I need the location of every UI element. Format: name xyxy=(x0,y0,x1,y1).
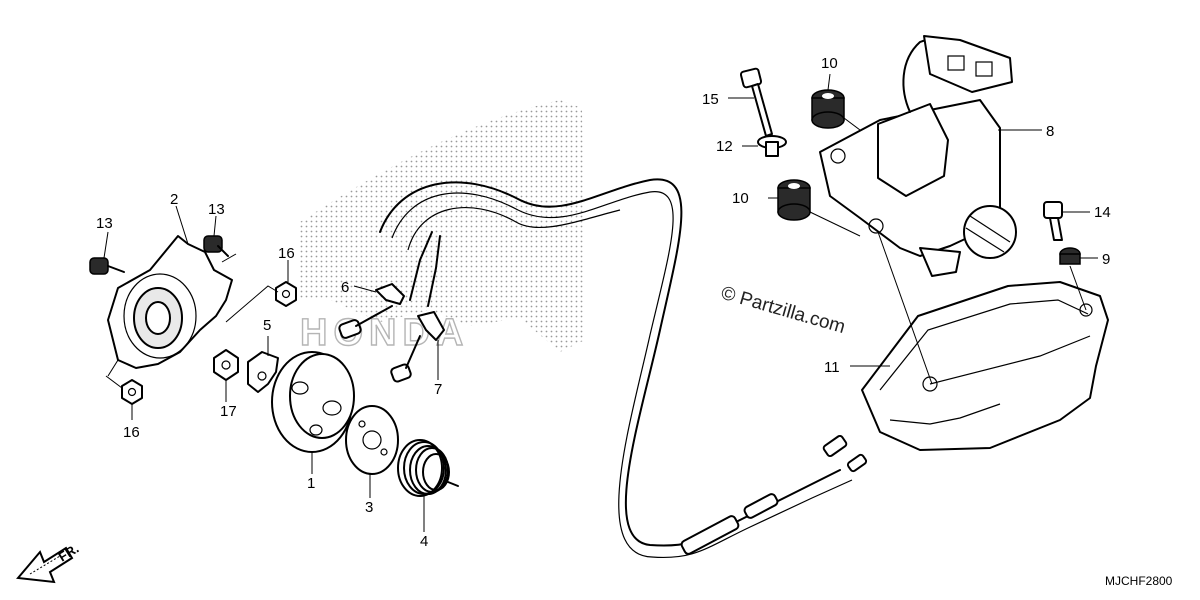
part-10-grommet-lower xyxy=(777,179,811,221)
part-15-bolt xyxy=(739,67,773,137)
callout-10-upper: 10 xyxy=(821,55,838,72)
callout-14: 14 xyxy=(1094,204,1111,221)
callout-5: 5 xyxy=(263,317,271,334)
callout-3: 3 xyxy=(365,499,373,516)
throttle-cable xyxy=(379,178,868,559)
callout-7: 7 xyxy=(434,381,442,398)
part-2-cover xyxy=(107,235,233,369)
front-direction-indicator: FR. xyxy=(16,541,81,584)
callout-9: 9 xyxy=(1102,251,1110,268)
callout-16-upper: 16 xyxy=(278,245,295,262)
callout-8: 8 xyxy=(1046,123,1054,140)
part-13-bolt-right xyxy=(203,235,229,257)
callout-10-lower: 10 xyxy=(732,190,749,207)
callout-13-left: 13 xyxy=(96,215,113,232)
part-16-nut-lower xyxy=(121,379,143,405)
partzilla-watermark: © Partzilla.com xyxy=(719,283,848,338)
honda-wordmark: HONDA xyxy=(300,312,469,354)
part-17-nut xyxy=(213,349,239,381)
callout-4: 4 xyxy=(420,533,428,550)
part-6-cable-end xyxy=(338,283,405,339)
part-13-bolt-left xyxy=(89,257,125,275)
callout-6: 6 xyxy=(341,279,349,296)
part-16-nut-upper xyxy=(275,281,297,307)
part-9-collar xyxy=(1059,247,1081,265)
part-12-collar xyxy=(757,135,787,157)
leader-lines xyxy=(103,73,1098,532)
part-5-lock-plate xyxy=(247,351,279,393)
part-3-plate xyxy=(345,405,399,475)
callout-12: 12 xyxy=(716,138,733,155)
part-1-throttle-drum xyxy=(271,351,355,453)
callout-1: 1 xyxy=(307,475,315,492)
callout-17: 17 xyxy=(220,403,237,420)
callout-11: 11 xyxy=(824,359,840,376)
diagram-code: MJCHF2800 xyxy=(1105,574,1173,588)
part-4-spring xyxy=(397,439,459,497)
part-10-grommet-upper xyxy=(811,89,845,129)
part-11-bracket xyxy=(861,281,1109,451)
callout-15: 15 xyxy=(702,91,719,108)
callout-13-right: 13 xyxy=(208,201,225,218)
part-8-throttle-actuator xyxy=(819,35,1017,277)
part-7-cable-end xyxy=(390,311,445,383)
callout-16-lower: 16 xyxy=(123,424,140,441)
callout-2: 2 xyxy=(170,191,178,208)
callout-labels: 13 2 13 16 16 17 5 1 3 4 6 7 8 9 10 10 1… xyxy=(96,55,1111,550)
part-14-bolt xyxy=(1043,201,1063,241)
